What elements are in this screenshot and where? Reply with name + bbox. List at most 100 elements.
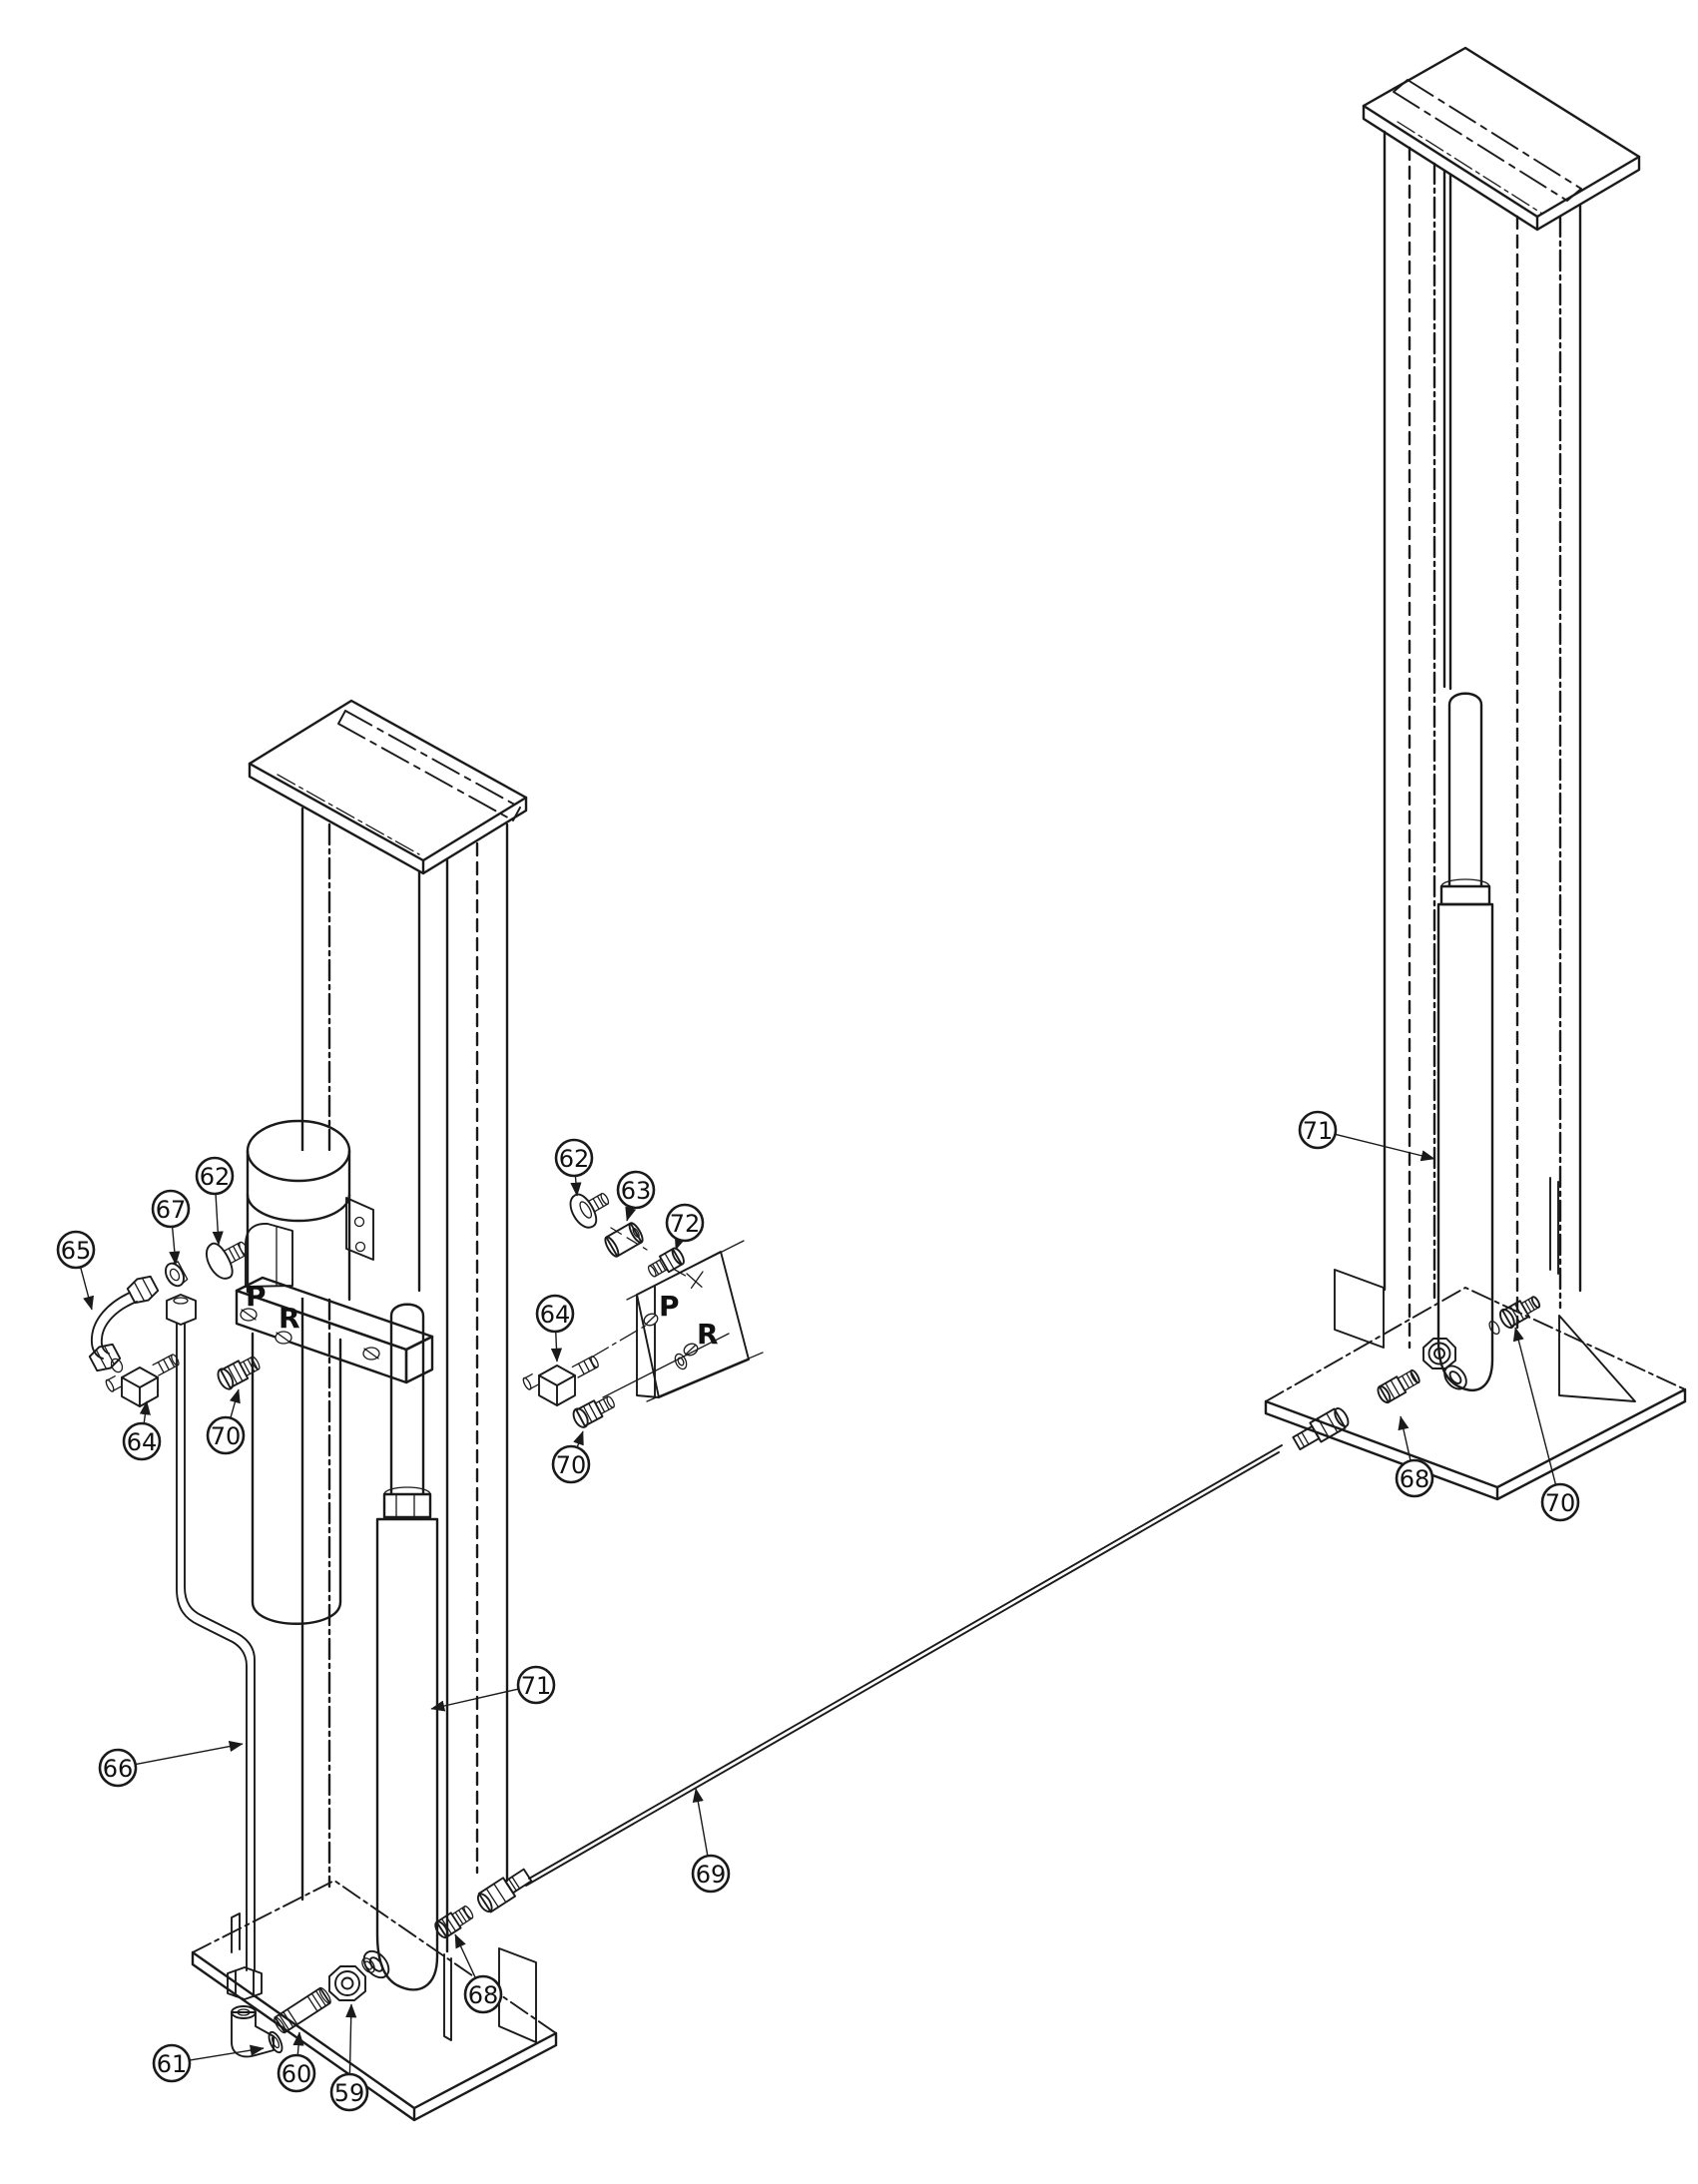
explode-axis-64 [590, 1323, 650, 1359]
callout-label: 70 [211, 1422, 242, 1450]
left-cylinder-gland [382, 1492, 432, 1519]
callout-70: 70 [1512, 1327, 1580, 1522]
bracket-port-hole-r [683, 1343, 699, 1357]
breather-plug-62-left [206, 1241, 249, 1280]
right-hose-nut [1292, 1407, 1350, 1451]
callout-70: 70 [551, 1430, 591, 1484]
callout-63: 63 [616, 1170, 656, 1222]
mounting-bracket-detail: P R [522, 1193, 764, 1428]
callout-label: 64 [127, 1428, 158, 1456]
callout-62: 62 [554, 1138, 594, 1197]
callout-71: 71 [430, 1665, 556, 1712]
callout-65: 65 [56, 1230, 96, 1311]
callout-64: 64 [122, 1400, 162, 1461]
callout-label: 63 [621, 1177, 652, 1205]
left-cylinder-rod [389, 1303, 425, 1496]
manifold-screw [240, 1308, 258, 1322]
right-column [1264, 46, 1687, 1501]
right-connector-68 [1377, 1368, 1420, 1404]
callout-label: 62 [559, 1145, 590, 1173]
hydraulic-hose [525, 1444, 1283, 1887]
callout-68: 68 [454, 1933, 503, 2014]
right-hydraulic-cylinder [1292, 692, 1541, 1451]
callout-64: 64 [535, 1294, 575, 1363]
breather-plug-62-mid [569, 1193, 610, 1229]
elbow-64-left [105, 1354, 180, 1407]
manifold-screw3 [362, 1347, 380, 1361]
elbow-61 [231, 2005, 283, 2058]
explode-axis-70 [602, 1333, 730, 1398]
left-cylinder-port-ring [362, 1949, 390, 1979]
callout-label: 66 [103, 1755, 134, 1783]
callout-label: 59 [334, 2079, 365, 2107]
callout-72: 72 [665, 1203, 705, 1251]
left-connector-68 [434, 1906, 474, 1939]
left-column-top-cap [248, 699, 528, 875]
callout-label: 72 [670, 1210, 701, 1238]
explode-axis-72 [674, 1269, 692, 1280]
callout-label: 70 [556, 1451, 587, 1479]
elbow-64-mid [522, 1356, 599, 1406]
port-label-r-bracket: R [697, 1318, 719, 1351]
callout-62: 62 [195, 1156, 235, 1246]
right-port-washer [1488, 1320, 1500, 1336]
nipple-60 [274, 1986, 331, 2034]
callout-69: 69 [691, 1788, 731, 1894]
callout-70: 70 [206, 1388, 246, 1455]
port-label-r-manifold: R [279, 1302, 300, 1335]
right-cylinder-gland [1439, 884, 1491, 906]
callout-71: 71 [1298, 1110, 1435, 1162]
left-hose-nut [476, 1868, 533, 1913]
callouts-layer: 59 60 61 62 67 65 64 70 62 63 72 64 70 66 71 69 68 71 68 70 [56, 1110, 1580, 2112]
fitting-72 [647, 1247, 685, 1278]
left-column [191, 699, 558, 2122]
callout-68: 68 [1395, 1415, 1434, 1498]
bracket-plate: P R [626, 1240, 764, 1402]
callout-66: 66 [98, 1741, 244, 1788]
right-base-plate [1264, 1177, 1687, 1501]
flare-nut-59 [328, 1965, 366, 2001]
callout-67: 67 [151, 1189, 191, 1266]
callout-label: 71 [521, 1672, 552, 1700]
callout-label: 71 [1303, 1117, 1334, 1145]
callout-label: 65 [61, 1237, 92, 1265]
port-label-p-manifold: P [246, 1280, 267, 1313]
motor-terminal-box [245, 1223, 293, 1288]
bracket-washer [674, 1353, 688, 1370]
right-cylinder-body [1436, 902, 1494, 1391]
right-plug-70 [1499, 1296, 1541, 1330]
callout-label: 67 [156, 1196, 187, 1224]
callout-label: 62 [200, 1163, 231, 1191]
left-hydraulic-cylinder [362, 1303, 533, 1991]
spacer-63 [604, 1222, 644, 1258]
port-label-p-bracket: P [659, 1290, 680, 1323]
callout-60: 60 [277, 2031, 316, 2093]
left-base-plate [191, 1880, 558, 2122]
steel-tube-66 [166, 1294, 263, 2000]
callout-label: 70 [1545, 1489, 1576, 1517]
callout-59: 59 [329, 2003, 369, 2112]
oil-reservoir [251, 1332, 342, 1625]
right-flare-nut [1422, 1338, 1456, 1369]
plug-70-mid [572, 1395, 615, 1428]
callout-label: 68 [468, 1981, 499, 2009]
callout-label: 64 [540, 1301, 571, 1329]
callout-label: 61 [157, 2050, 188, 2078]
right-column-inner-edge [1442, 169, 1452, 691]
explode-axis-63-72 [610, 1227, 648, 1251]
callout-label: 68 [1400, 1465, 1430, 1493]
motor-mount-bracket [345, 1197, 374, 1261]
callout-label: 69 [696, 1861, 727, 1889]
plug-70-left [217, 1356, 261, 1390]
right-cylinder-rod [1447, 692, 1483, 888]
callout-61: 61 [152, 2043, 265, 2083]
bracket-port-hole-p [643, 1313, 659, 1327]
manifold-screw2 [275, 1331, 292, 1345]
callout-label: 60 [282, 2060, 312, 2088]
centerline-target [686, 1271, 706, 1293]
oil-line-65 [88, 1275, 160, 1373]
left-cylinder-body [375, 1517, 439, 1991]
motor [245, 1119, 374, 1302]
